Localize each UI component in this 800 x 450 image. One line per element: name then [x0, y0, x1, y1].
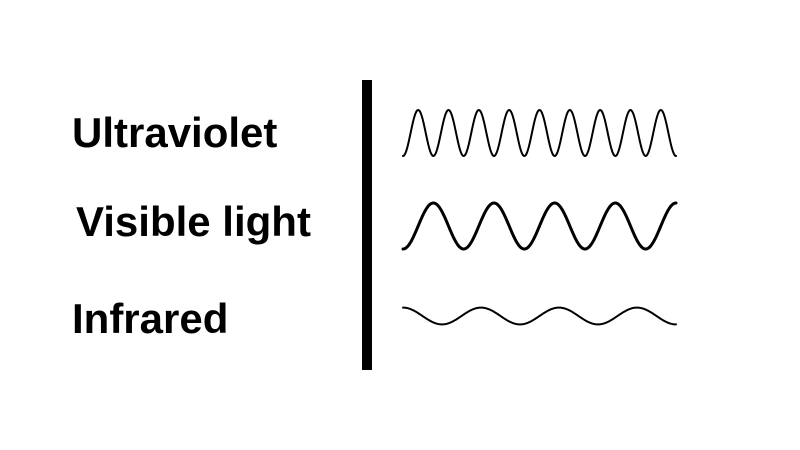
visible-light-wave	[401, 201, 678, 251]
visible-light-label: Visible light	[76, 198, 311, 245]
ultraviolet-wave	[402, 108, 677, 158]
ultraviolet-label: Ultraviolet	[72, 109, 278, 156]
divider-bar	[362, 80, 372, 370]
infrared-label: Infrared	[72, 295, 229, 342]
infrared-wave	[402, 306, 677, 326]
